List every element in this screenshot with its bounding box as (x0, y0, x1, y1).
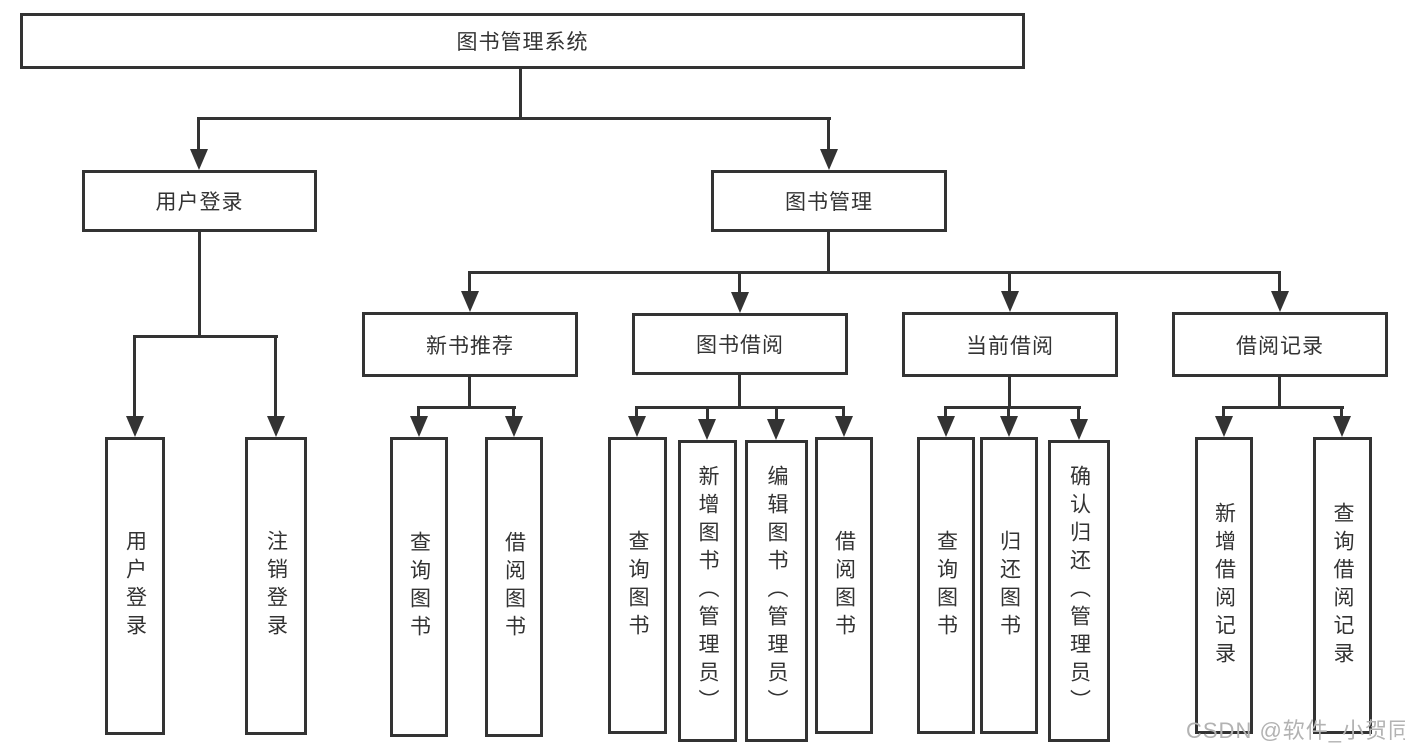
arrow-down-icon (1070, 419, 1088, 440)
connector-root-feed (519, 68, 522, 120)
leaf-label: 查询图书 (934, 529, 958, 642)
connector-drop (1278, 271, 1281, 295)
connector-drop-book-mgmt (827, 117, 830, 150)
arrow-down-icon (126, 416, 144, 437)
connector-drop (842, 406, 845, 418)
connector-feed (738, 375, 741, 409)
connector-drop (274, 335, 277, 419)
leaf-label: 借阅图书 (832, 529, 856, 642)
node-borrowing-records: 借阅记录 (1172, 312, 1388, 377)
node-current-borrowing: 当前借阅 (902, 312, 1118, 377)
leaf-add-books-admin: 新增图书（管理员） (678, 440, 737, 742)
connector-bus (1222, 406, 1344, 409)
leaf-label: 注销登录 (264, 530, 288, 642)
arrow-down-icon (1000, 416, 1018, 437)
connector-drop (944, 406, 947, 418)
connector-drop (775, 406, 778, 421)
leaf-borrow-books: 借阅图书 (815, 437, 873, 734)
csdn-watermark: CSDN @软件_小贺同学 (1186, 718, 1405, 743)
arrow-down-icon (767, 419, 785, 440)
connector-drop (1077, 406, 1080, 421)
connector-bus (417, 406, 516, 409)
leaf-edit-books-admin: 编辑图书（管理员） (745, 440, 808, 742)
arrow-down-icon (937, 416, 955, 437)
leaf-label: 用户登录 (123, 530, 147, 642)
connector-bus-level3 (468, 271, 1281, 274)
arrow-down-icon (731, 292, 749, 313)
leaf-label: 查询借阅记录 (1331, 501, 1354, 670)
leaf-label: 查询图书 (407, 531, 431, 643)
leaf-confirm-return-admin: 确认归还（管理员） (1048, 440, 1110, 742)
leaf-borrow-books-recommend: 借阅图书 (485, 437, 543, 737)
arrow-down-icon (190, 149, 208, 170)
connector-user-login-feed (198, 232, 201, 338)
connector-drop (706, 406, 709, 421)
connector-drop (1008, 271, 1011, 295)
connector-drop (417, 406, 420, 420)
connector-drop (133, 335, 136, 419)
leaf-user-login: 用户登录 (105, 437, 165, 735)
connector-drop (1340, 406, 1343, 418)
connector-book-mgmt-feed (827, 232, 830, 274)
connector-feed (1008, 377, 1011, 409)
arrow-down-icon (267, 416, 285, 437)
connector-bus-level2 (197, 117, 831, 120)
arrow-down-icon (835, 416, 853, 437)
node-user-login: 用户登录 (82, 170, 317, 232)
connector-drop (512, 406, 515, 420)
arrow-down-icon (698, 419, 716, 440)
connector-bus-user-login (133, 335, 278, 338)
arrow-down-icon (410, 416, 428, 437)
leaf-query-books-current: 查询图书 (917, 437, 975, 734)
arrow-down-icon (1215, 416, 1233, 437)
arrow-down-icon (505, 416, 523, 437)
leaf-label: 归还图书 (997, 529, 1021, 642)
arrow-down-icon (1271, 291, 1289, 312)
leaf-add-borrow-record: 新增借阅记录 (1195, 437, 1253, 734)
leaf-query-books-borrowing: 查询图书 (608, 437, 667, 734)
connector-drop (635, 406, 638, 418)
node-root: 图书管理系统 (20, 13, 1025, 69)
leaf-query-borrow-record: 查询借阅记录 (1313, 437, 1372, 734)
node-new-book-recommend: 新书推荐 (362, 312, 578, 377)
connector-drop (1007, 406, 1010, 418)
leaf-query-books-recommend: 查询图书 (390, 437, 448, 737)
leaf-label: 确认归还（管理员） (1067, 465, 1091, 717)
arrow-down-icon (461, 291, 479, 312)
leaf-return-books: 归还图书 (980, 437, 1038, 734)
connector-drop-user-login (197, 117, 200, 150)
leaf-label: 编辑图书（管理员） (765, 465, 788, 717)
leaf-label: 新增借阅记录 (1212, 501, 1236, 670)
leaf-label: 借阅图书 (502, 531, 526, 643)
connector-drop (738, 271, 741, 296)
connector-bus (635, 406, 845, 409)
leaf-label: 新增图书（管理员） (696, 465, 719, 717)
arrow-down-icon (820, 149, 838, 170)
connector-bus (944, 406, 1081, 409)
leaf-logout: 注销登录 (245, 437, 307, 735)
connector-drop (468, 271, 471, 295)
connector-drop (1222, 406, 1225, 418)
arrow-down-icon (1001, 291, 1019, 312)
leaf-label: 查询图书 (626, 529, 649, 642)
arrow-down-icon (628, 416, 646, 437)
node-book-management: 图书管理 (711, 170, 947, 232)
connector-feed (468, 377, 471, 409)
arrow-down-icon (1333, 416, 1351, 437)
connector-feed (1278, 377, 1281, 409)
node-book-borrowing: 图书借阅 (632, 313, 848, 375)
